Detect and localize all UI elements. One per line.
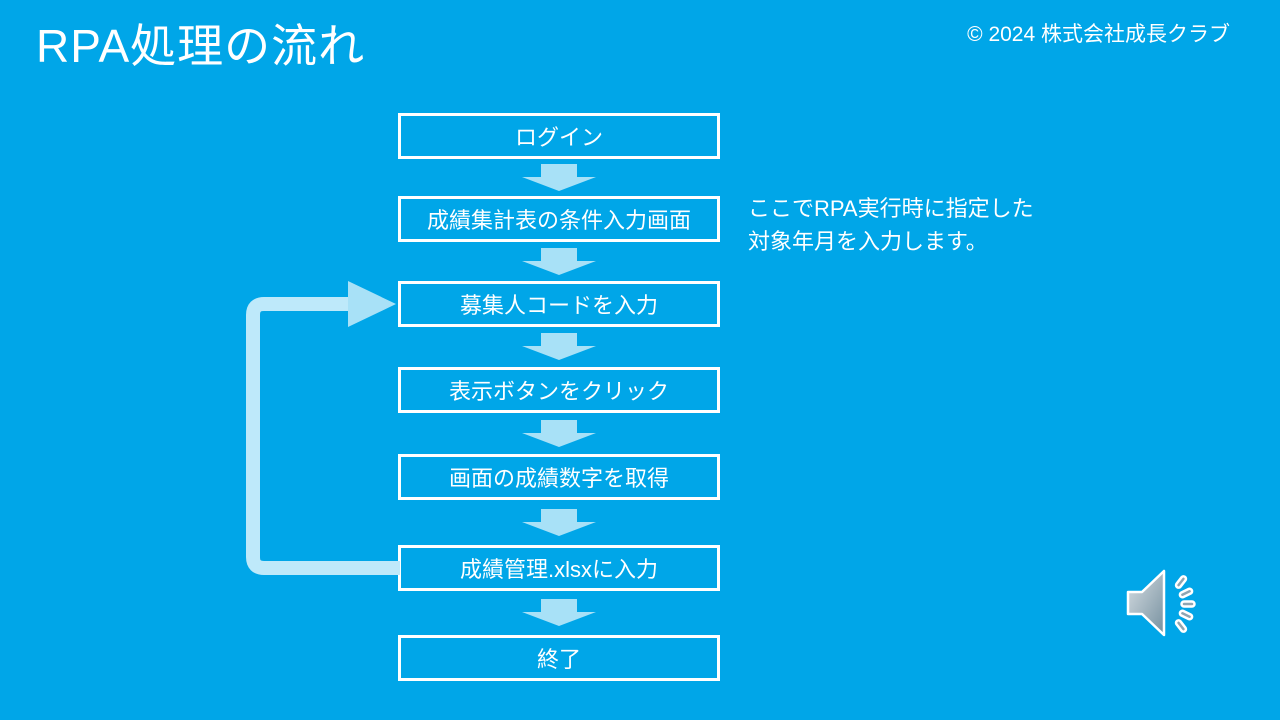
down-arrow-icon [522, 509, 596, 536]
flow-step-end: 終了 [398, 635, 720, 681]
speaker-icon[interactable] [1124, 564, 1200, 642]
loop-arrow-icon [246, 281, 400, 575]
down-arrow-icon [522, 248, 596, 275]
flow-step-enter-into-xlsx: 成績管理.xlsxに入力 [398, 545, 720, 591]
down-arrow-icon [522, 599, 596, 626]
flow-step-click-display-button: 表示ボタンをクリック [398, 367, 720, 413]
flow-step-condition-input-screen: 成績集計表の条件入力画面 [398, 196, 720, 242]
flow-step-get-score-numbers: 画面の成績数字を取得 [398, 454, 720, 500]
flow-step-login: ログイン [398, 113, 720, 159]
flow-step-enter-agent-code: 募集人コードを入力 [398, 281, 720, 327]
down-arrow-icon [522, 333, 596, 360]
annotation-line-2: 対象年月を入力します。 [748, 229, 988, 254]
down-arrow-icon [522, 164, 596, 191]
copyright-text: © 2024 株式会社成長クラブ [967, 23, 1230, 46]
down-arrow-icon [522, 420, 596, 447]
page-title: RPA処理の流れ [36, 20, 366, 72]
annotation-note: ここでRPA実行時に指定した 対象年月を入力します。 [748, 192, 1034, 258]
annotation-line-1: ここでRPA実行時に指定した [748, 196, 1034, 221]
